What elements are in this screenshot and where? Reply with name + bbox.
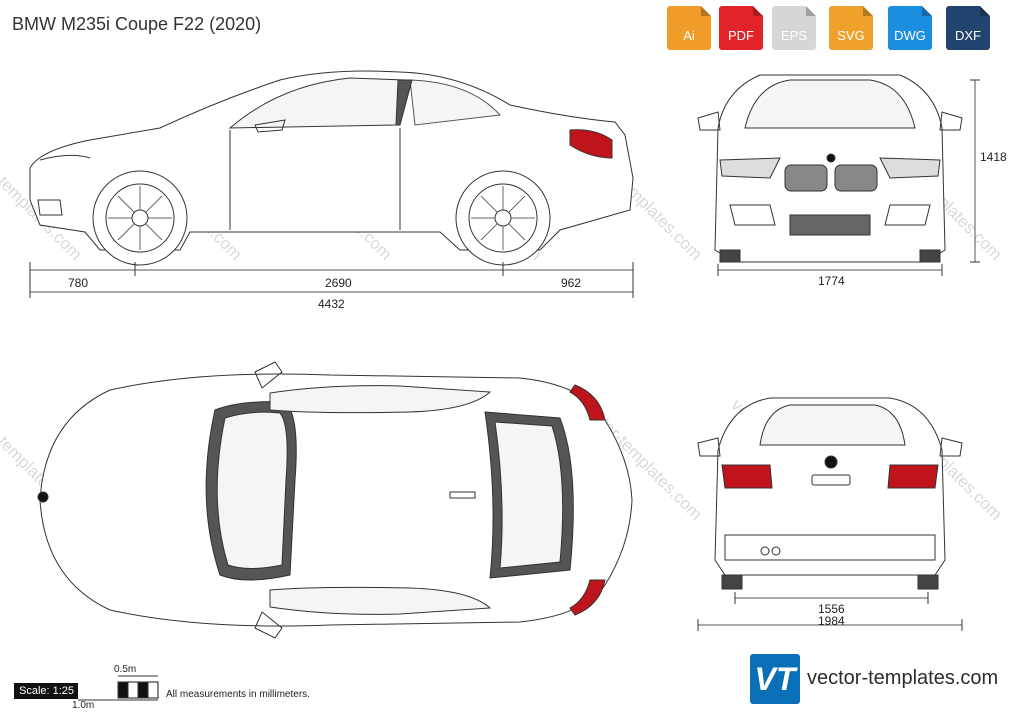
format-label: DWG [894, 28, 926, 43]
rear-view [697, 397, 963, 631]
meter-label: 1.0m [72, 700, 95, 711]
pdf-file-icon[interactable]: PDF [719, 6, 763, 50]
eps-file-icon[interactable]: EPS [772, 6, 816, 50]
side-taillight [569, 129, 613, 159]
front-view [697, 74, 980, 276]
format-label: PDF [728, 28, 754, 43]
format-label: Ai [683, 28, 695, 43]
format-label: EPS [780, 28, 807, 43]
track-rear-label: 1556 [818, 602, 845, 616]
brand-logo: VT [750, 654, 800, 704]
scale-bar [78, 675, 159, 701]
scale-label: Scale: 1:25 [14, 683, 78, 699]
format-label: DXF [955, 28, 981, 43]
width-mirrors-label: 1984 [818, 614, 845, 628]
wheelbase-label: 2690 [325, 276, 352, 290]
brand-url-link[interactable]: vector-templates.com [807, 667, 999, 689]
svg-file-icon[interactable]: SVG [829, 6, 873, 50]
top-view [37, 361, 633, 639]
ai-file-icon[interactable]: Ai [667, 6, 711, 50]
page-title: BMW M235i Coupe F22 (2020) [12, 14, 262, 34]
length-label: 4432 [318, 297, 345, 311]
rear-overhang-label: 962 [561, 276, 582, 290]
half-meter-label: 0.5m [114, 664, 137, 675]
front-overhang-label: 780 [68, 276, 89, 290]
width-front-label: 1774 [818, 274, 845, 288]
dxf-file-icon[interactable]: DXF [946, 6, 990, 50]
side-view [29, 70, 634, 298]
format-label: SVG [837, 28, 865, 43]
height-label: 1418 [980, 150, 1007, 164]
dwg-file-icon[interactable]: DWG [888, 6, 932, 50]
measurement-note: All measurements in millimeters. [166, 689, 310, 700]
